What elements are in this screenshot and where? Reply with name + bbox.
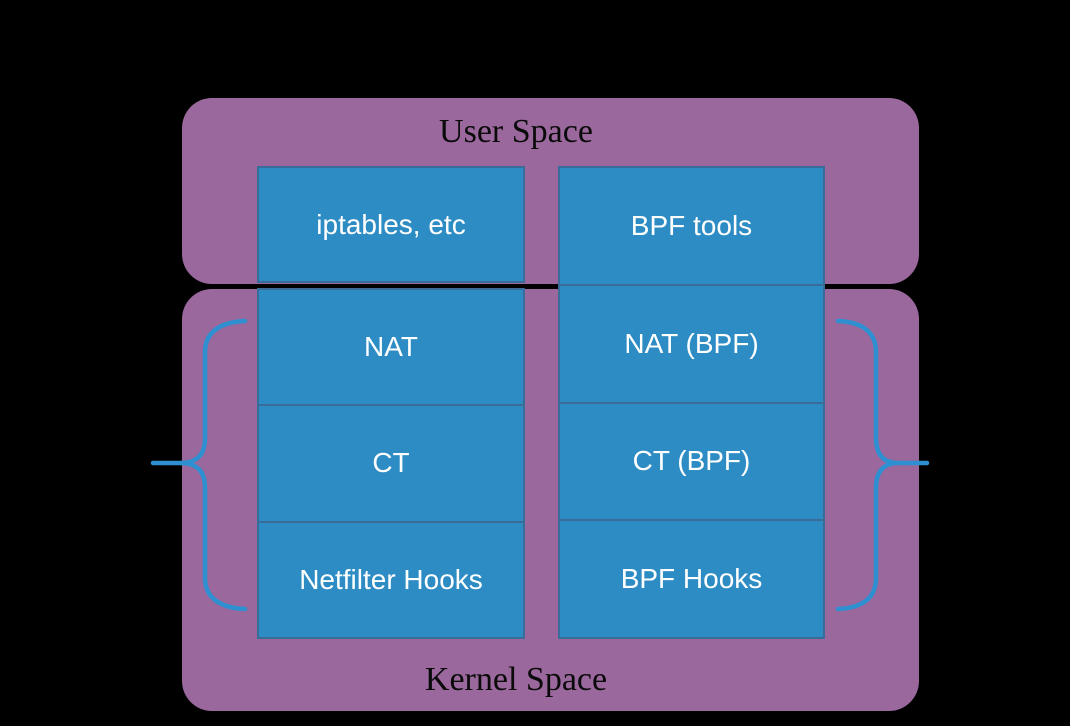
box-bpf-tools: BPF tools <box>630 209 753 241</box>
netfilter-kernel-stack: NAT CT Netfilter Hooks <box>257 288 525 639</box>
kernel-space-title: Kernel Space <box>424 661 608 698</box>
user-space-title: User Space <box>439 113 593 150</box>
box-ct-bpf: CT (BPF) <box>560 401 823 520</box>
box-nat-bpf: NAT (BPF) <box>560 283 823 402</box>
bpf-stack: BPF tools NAT (BPF) CT (BPF) BPF Hooks <box>558 166 825 639</box>
box-netfilter-hooks: Netfilter Hooks <box>259 520 523 637</box>
box-iptables: iptables, etc <box>257 166 525 283</box>
box-nat: NAT <box>364 331 418 363</box>
box-iptables-label: iptables, etc <box>316 208 466 240</box>
box-bpf-hooks: BPF Hooks <box>560 519 823 637</box>
box-ct: CT <box>259 404 523 520</box>
